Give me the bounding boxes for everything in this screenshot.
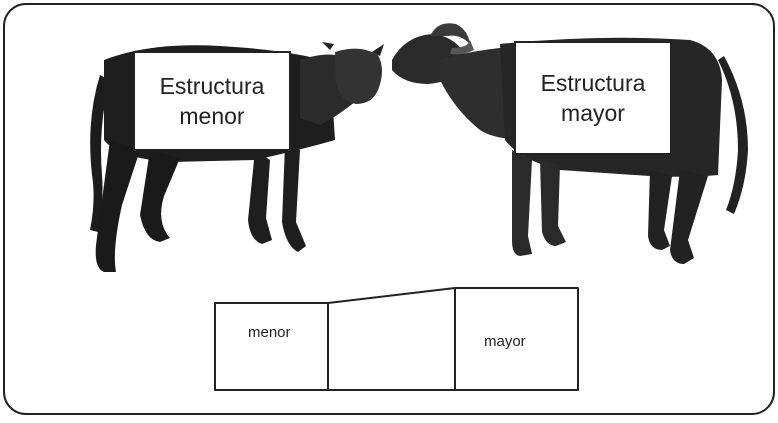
scale-label-larger: mayor <box>484 333 526 350</box>
label-box-structure-larger: Estructura mayor <box>514 41 672 155</box>
label-box-structure-smaller: Estructura menor <box>133 51 291 151</box>
scale-outline <box>214 287 579 391</box>
scale-label-smaller: menor <box>248 324 291 341</box>
label-larger-line1: Estructura <box>540 70 646 96</box>
label-smaller-line1: Estructura <box>159 73 265 99</box>
label-smaller-line2: menor <box>179 103 245 129</box>
label-larger-line2: mayor <box>561 100 625 126</box>
structure-scale <box>214 287 579 391</box>
